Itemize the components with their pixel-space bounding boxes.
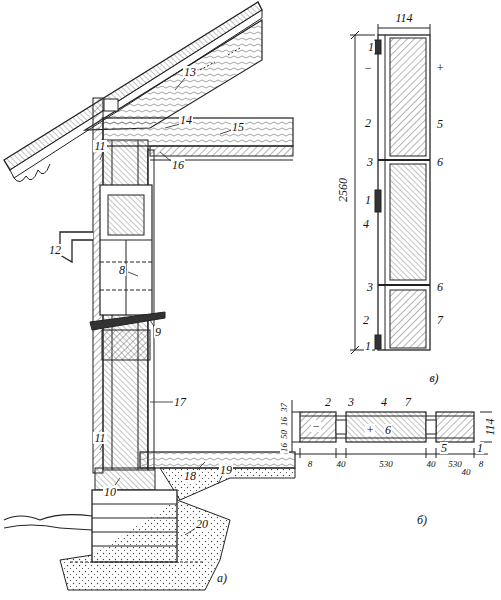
callout-number: 5 <box>436 118 444 130</box>
callout-number: 1 <box>367 41 375 53</box>
callout-number: 8 <box>307 460 314 469</box>
drip-flashing <box>60 232 93 262</box>
foundation <box>4 490 230 590</box>
window <box>90 185 165 360</box>
callout-number: а) <box>216 572 228 584</box>
callout-number: 114 <box>394 12 413 24</box>
callout-number: 11 <box>93 140 106 152</box>
callout-number: б) <box>416 514 428 526</box>
callout-number: + <box>365 424 375 436</box>
callout-number: 3 <box>366 281 374 293</box>
callout-number: 7 <box>436 314 444 326</box>
callout-number: 7 <box>404 396 412 408</box>
callout-number: 40 <box>461 468 472 477</box>
callout-number: 2 <box>324 396 332 408</box>
callout-number: 10 <box>103 486 117 498</box>
callout-number: 13 <box>183 66 197 78</box>
callout-number: 2 <box>364 117 372 129</box>
callout-number: 14 <box>179 114 193 126</box>
panel-elevation <box>350 24 430 354</box>
callout-number: 37 <box>280 402 289 413</box>
callout-number: 1 <box>364 340 372 352</box>
callout-number: 18 <box>183 470 197 482</box>
callout-number: 1 <box>476 442 484 454</box>
wall-panel <box>93 98 154 473</box>
callout-number: 6 <box>436 156 444 168</box>
callout-number: 2 <box>362 314 370 326</box>
callout-number: 6 <box>436 281 444 293</box>
callout-number: − <box>311 420 321 432</box>
callout-number: 40 <box>336 460 347 469</box>
callout-number: − <box>363 62 373 74</box>
callout-number: 20 <box>195 518 209 530</box>
callout-number: 12 <box>48 244 62 256</box>
leader-lines <box>100 78 232 535</box>
callout-number: 40 <box>426 460 437 469</box>
callout-number: 19 <box>219 464 233 476</box>
callout-number: 11 <box>93 432 106 444</box>
callout-number: 16 <box>171 159 185 171</box>
callout-number: 4 <box>380 396 388 408</box>
callout-number: 4 <box>362 218 370 230</box>
callout-number: 114 <box>483 417 495 436</box>
callout-number: + <box>435 62 445 74</box>
callout-number: 8 <box>118 264 126 276</box>
panel-plan <box>292 400 492 458</box>
callout-number: 17 <box>173 396 187 408</box>
callout-number: 8 <box>478 460 485 469</box>
callout-number: 6 <box>384 424 392 436</box>
callout-number: 16 <box>280 416 289 427</box>
callout-number: 3 <box>347 396 355 408</box>
callout-number: 530 <box>378 460 394 469</box>
callout-number: 2560 <box>337 177 349 203</box>
callout-number: 9 <box>154 326 162 338</box>
callout-number: 5 <box>440 442 448 454</box>
callout-number: 16 <box>280 442 289 453</box>
callout-number: 1 <box>364 194 372 206</box>
callout-number: в) <box>428 372 439 384</box>
callout-number: 15 <box>231 121 245 133</box>
callout-number: 50 <box>280 429 289 440</box>
callout-number: 3 <box>366 156 374 168</box>
